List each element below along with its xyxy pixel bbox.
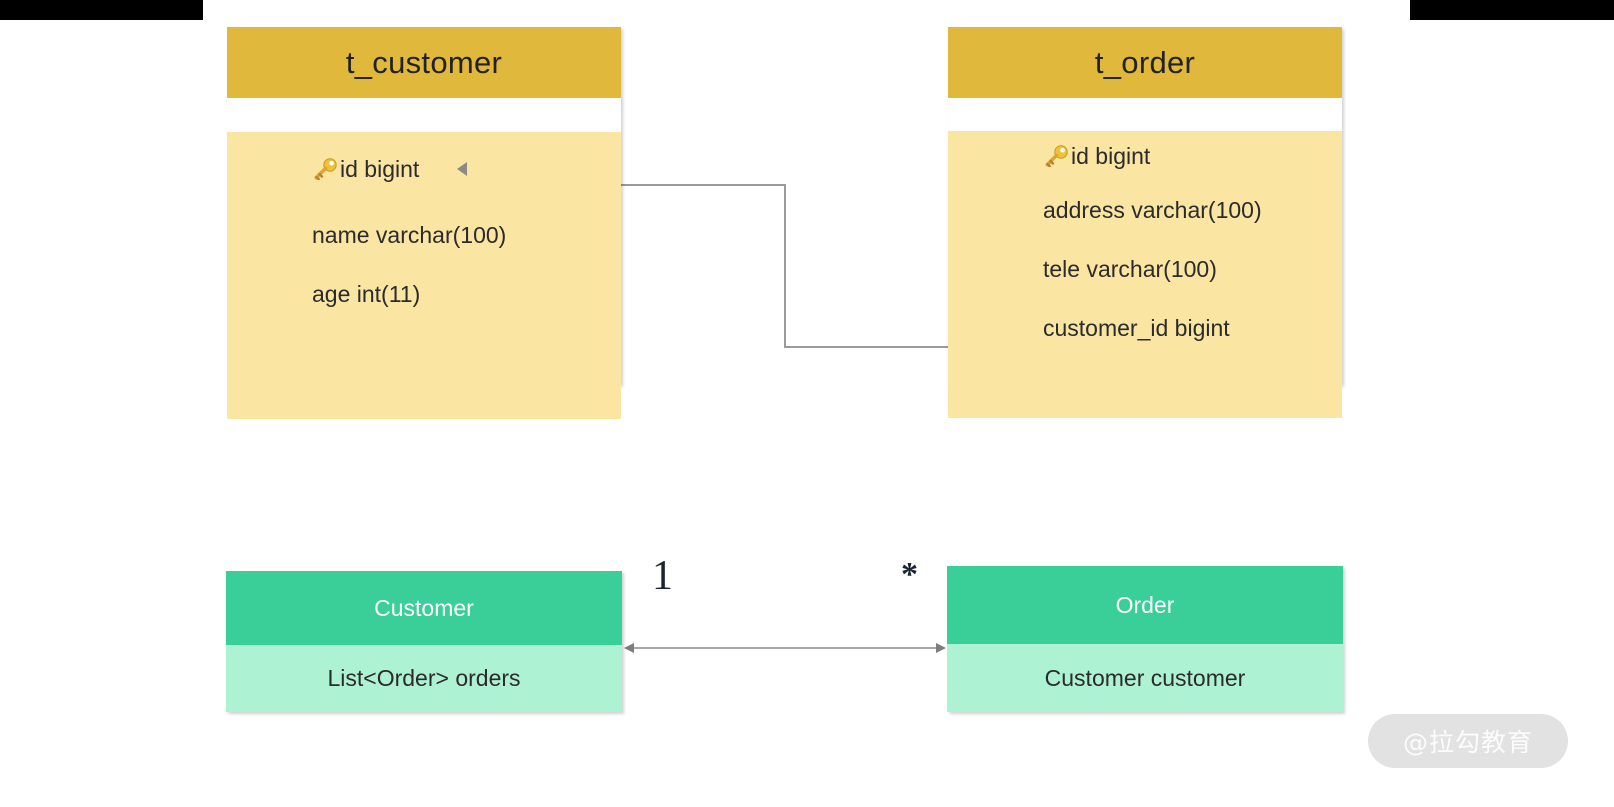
table-field-label: id bigint [340, 155, 420, 182]
multiplicity-left: 1 [652, 553, 673, 599]
table-field-list-t-customer: id bigint name varchar(100) age int(11) [227, 132, 621, 419]
table-title-t-order: t_order [948, 27, 1342, 98]
table-field-row[interactable]: address varchar(100) [948, 181, 1342, 240]
table-field-row[interactable]: id bigint [227, 132, 621, 206]
table-field-row[interactable]: tele varchar(100) [948, 240, 1342, 299]
class-member-list-customer: List<Order> orders [226, 645, 622, 712]
table-field-list-t-order: id bigint address varchar(100) tele varc… [948, 131, 1342, 418]
table-title-t-customer: t_customer [227, 27, 621, 98]
table-field-row[interactable]: name varchar(100) [227, 206, 621, 265]
er-table-t-order[interactable]: t_order id bigint address varchar(100) [948, 27, 1342, 418]
table-field-label: name varchar(100) [312, 222, 507, 248]
table-field-row[interactable]: id bigint [948, 131, 1342, 181]
table-field-label: age int(11) [312, 281, 421, 307]
class-member-list-order: Customer customer [947, 644, 1343, 712]
table-field-row[interactable]: age int(11) [227, 265, 621, 324]
watermark: @拉勾教育 [1368, 714, 1568, 768]
triangle-left-icon[interactable] [457, 162, 468, 176]
key-icon [312, 158, 338, 180]
multiplicity-right: * [901, 556, 918, 593]
table-field-row[interactable]: customer_id bigint [948, 299, 1342, 358]
table-field-label: customer_id bigint [1043, 315, 1230, 341]
black-bar-left [0, 0, 203, 20]
table-field-label: tele varchar(100) [1043, 256, 1217, 282]
table-field-label: id bigint [1071, 142, 1151, 169]
key-icon [1043, 145, 1069, 167]
class-title-order: Order [947, 566, 1343, 644]
class-member: List<Order> orders [327, 665, 521, 691]
class-title-customer: Customer [226, 571, 622, 645]
class-box-order[interactable]: Order Customer customer [947, 566, 1343, 712]
table-field-label: address varchar(100) [1043, 197, 1262, 223]
er-table-t-customer[interactable]: t_customer id bigint name varchar(100) [227, 27, 621, 419]
class-member: Customer customer [1044, 664, 1246, 691]
black-bar-right [1410, 0, 1614, 20]
class-box-customer[interactable]: Customer List<Order> orders [226, 571, 622, 712]
